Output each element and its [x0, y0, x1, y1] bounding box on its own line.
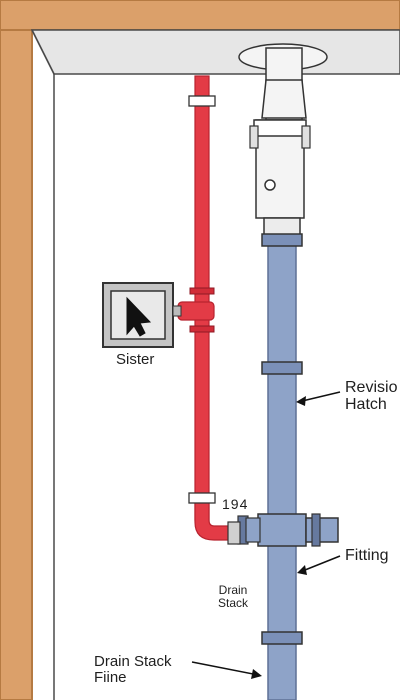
panel-connector	[172, 305, 182, 317]
cursor-arrow-icon	[126, 296, 152, 337]
tee-fitting-branch-right	[305, 517, 339, 543]
cleanout-clip-left	[249, 125, 259, 149]
label-drain-stack-line: Drain Stack Fiine	[94, 653, 172, 686]
stack-coupling-mid	[261, 361, 303, 375]
drain-stack-line-arrowhead	[251, 669, 262, 679]
stack-coupling-low	[261, 631, 303, 645]
red-blue-connector	[227, 521, 241, 545]
tee-fitting-body	[257, 513, 307, 547]
cleanout-clip-right	[301, 125, 311, 149]
wood-stud-left	[0, 0, 33, 700]
drain-stack-line-leader	[191, 661, 259, 676]
red-pipe-tee	[177, 301, 215, 321]
label-drain-stack: Drain Stack	[218, 583, 249, 610]
red-pipe-vertical	[194, 75, 210, 521]
tee-fitting-ring-right	[311, 513, 321, 547]
cleanout-band	[253, 119, 307, 137]
label-revision-hatch: Revisio Hatch	[345, 379, 398, 413]
cleanout-plug	[264, 179, 276, 191]
fitting-leader	[299, 555, 341, 573]
label-sister: Sister	[116, 351, 155, 368]
label-fitting: Fitting	[345, 547, 389, 564]
red-pipe-tee-band-top	[189, 287, 215, 295]
revision-hatch-arrowhead	[296, 396, 306, 406]
vent-pipe-taper	[261, 79, 307, 119]
wood-header-top	[0, 0, 400, 31]
tee-fitting-branch-left	[245, 517, 261, 543]
drain-stack-pipe	[267, 235, 297, 700]
fitting-arrowhead	[297, 565, 307, 575]
wall-left-line	[31, 29, 55, 75]
red-pipe-clamp-bottom	[188, 492, 216, 504]
label-number: 194	[222, 496, 249, 512]
ceiling	[30, 29, 400, 75]
red-pipe-clamp-top	[188, 95, 216, 107]
stack-coupling-top	[261, 233, 303, 247]
red-pipe-tee-band-bottom	[189, 325, 215, 333]
